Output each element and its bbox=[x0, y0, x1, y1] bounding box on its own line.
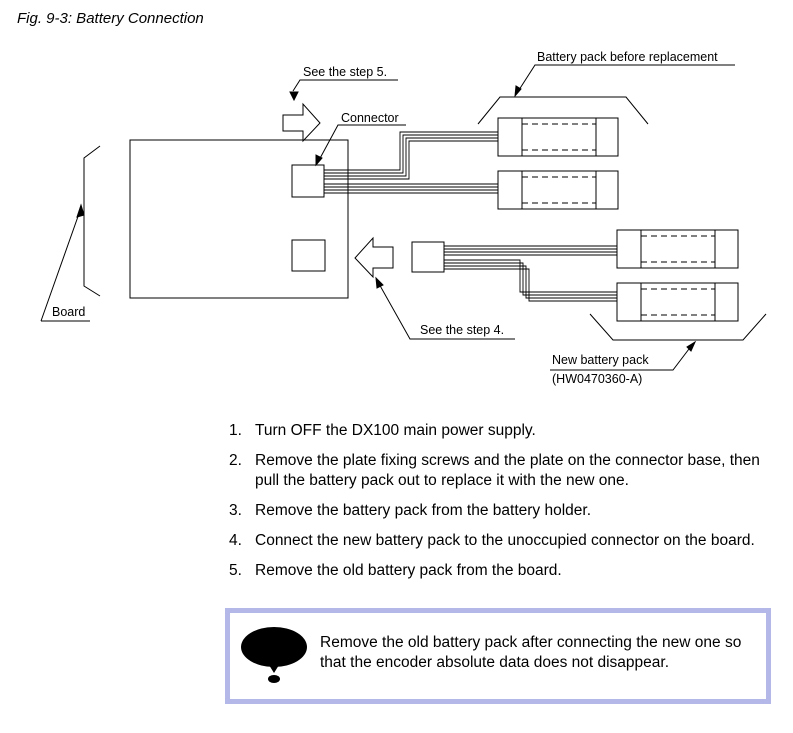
step-number: 5. bbox=[229, 562, 242, 579]
connector-occupied bbox=[291, 164, 325, 198]
connector-unoccupied bbox=[291, 239, 326, 272]
procedure-steps: 1.Turn OFF the DX100 main power supply. … bbox=[226, 421, 766, 591]
board-label: Board bbox=[52, 305, 85, 319]
step-number: 3. bbox=[229, 502, 242, 519]
step-number: 1. bbox=[229, 422, 242, 439]
step-item: 4. Connect the new battery pack to the un… bbox=[226, 531, 766, 551]
old-battery-bracket bbox=[477, 96, 649, 125]
step5-arrow-icon bbox=[282, 102, 321, 143]
battery-before-label: Battery pack before replacement bbox=[537, 50, 718, 64]
step-text: Remove the old battery pack from the boa… bbox=[255, 562, 562, 579]
new-battery-part-label: (HW0470360-A) bbox=[552, 372, 642, 386]
see-step5-label: See the step 5. bbox=[303, 65, 387, 79]
step-number: 2. bbox=[229, 452, 242, 469]
board-leader bbox=[40, 203, 90, 322]
step-item: 5. Remove the old battery pack from the b… bbox=[226, 561, 766, 581]
old-battery-leader bbox=[514, 64, 735, 98]
new-battery-label: New battery pack bbox=[552, 353, 649, 367]
board-bracket bbox=[83, 145, 101, 297]
new-battery-bracket bbox=[589, 313, 767, 341]
new-battery-pack bbox=[616, 229, 739, 322]
see-step4-label: See the step 4. bbox=[420, 323, 504, 337]
note-icon-label: NOTE bbox=[249, 638, 300, 659]
new-battery-wires bbox=[444, 245, 617, 302]
step-text: Connect the new battery pack to the unoc… bbox=[255, 532, 755, 549]
connector-label: Connector bbox=[341, 111, 399, 125]
step-number: 4. bbox=[229, 532, 242, 549]
old-battery-wires bbox=[324, 131, 498, 194]
step4-arrow-icon bbox=[354, 236, 394, 279]
new-battery-leader bbox=[550, 340, 697, 371]
step5-leader bbox=[289, 79, 398, 102]
step-text: Remove the battery pack from the battery… bbox=[255, 502, 592, 519]
note-box: NOTE Remove the old battery pack after c… bbox=[225, 608, 771, 704]
new-battery-plug bbox=[411, 241, 445, 273]
step-item: 1. Turn OFF the DX100 main power supply. bbox=[226, 421, 766, 441]
old-battery-pack bbox=[497, 117, 619, 210]
step-item: 2. Remove the plate fixing screws and the… bbox=[226, 451, 766, 491]
step-text: Turn OFF the DX100 main power supply. bbox=[255, 422, 536, 439]
step-item: 3. Remove the battery pack from the batte… bbox=[226, 501, 766, 521]
step4-leader bbox=[375, 276, 515, 340]
connector-leader bbox=[315, 124, 406, 167]
battery-connection-diagram: Board See the step 5. Connector bbox=[40, 50, 767, 386]
note-icon: NOTE bbox=[241, 627, 307, 683]
note-text: Remove the old battery pack after connec… bbox=[320, 634, 742, 671]
board-outline bbox=[129, 139, 349, 299]
figure-caption: Fig. 9-3: Battery Connection bbox=[17, 10, 204, 27]
step-text: Remove the plate fixing screws and the p… bbox=[255, 452, 760, 489]
